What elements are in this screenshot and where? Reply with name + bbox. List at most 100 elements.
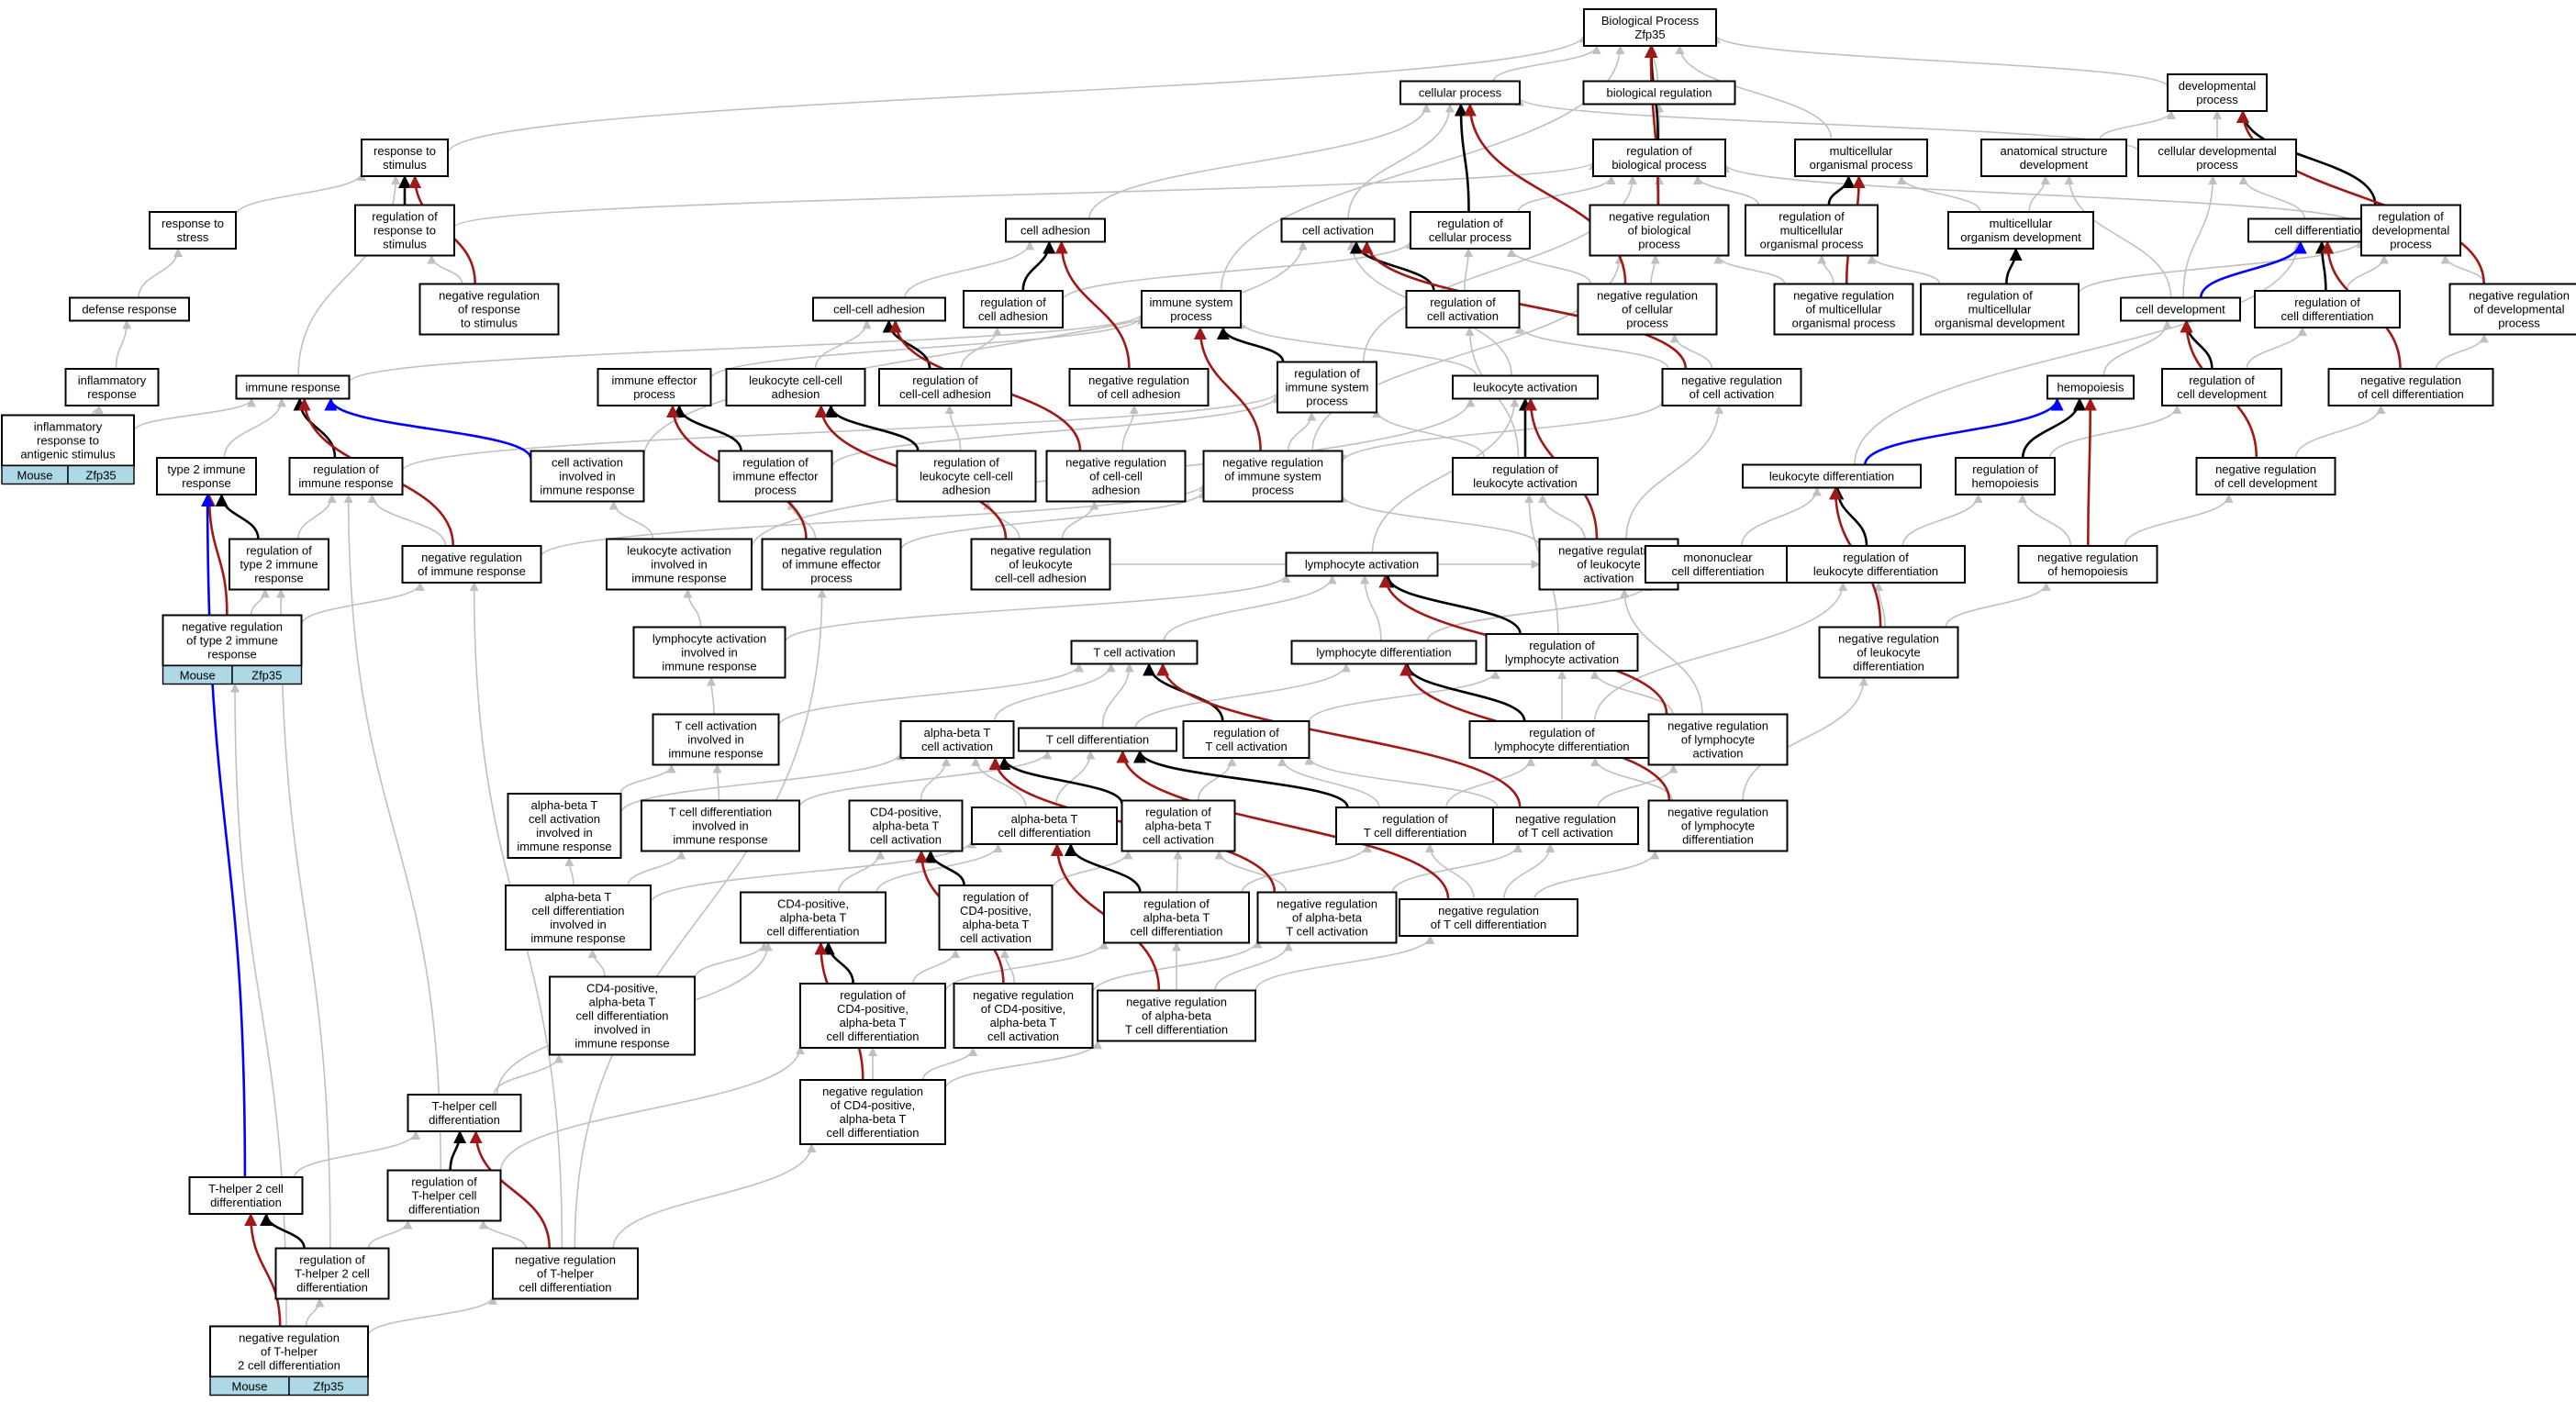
go-term-node[interactable]: regulation ofT-helper celldifferentiatio… <box>386 1169 502 1222</box>
go-term-node[interactable]: cell-cell adhesion <box>812 296 946 322</box>
go-term-node[interactable]: regulation ofT cell differentiation <box>1335 807 1495 845</box>
go-term-node[interactable]: leukocyte differentiation <box>1742 463 1922 489</box>
go-term-node[interactable]: lymphocyte differentiation <box>1290 640 1478 665</box>
go-term-node[interactable]: hemopoiesis <box>2046 374 2135 400</box>
go-term-node[interactable]: T cell differentiation <box>1018 727 1177 752</box>
go-term-node[interactable]: regulation ofT-helper 2 celldifferentiat… <box>274 1247 390 1300</box>
go-term-node[interactable]: cell differentiation <box>2247 217 2394 243</box>
go-term-node[interactable]: lymphocyte activation <box>1285 551 1439 577</box>
go-term-node[interactable]: T cell activation <box>1070 640 1199 665</box>
go-term-node[interactable]: biological regulation <box>1582 80 1736 106</box>
go-term-node[interactable]: regulation ofT cell activation <box>1182 720 1310 759</box>
go-term-node[interactable]: cellular process <box>1400 80 1521 106</box>
go-term-node[interactable]: cell development <box>2120 296 2241 322</box>
go-term-node[interactable]: defense response <box>69 296 190 322</box>
go-term-node[interactable]: cell activation <box>1280 217 1396 243</box>
go-term-node[interactable]: cell adhesion <box>1005 217 1106 243</box>
go-term-node[interactable]: leukocyte activation <box>1452 374 1599 400</box>
go-term-node[interactable]: immune response <box>235 374 351 400</box>
